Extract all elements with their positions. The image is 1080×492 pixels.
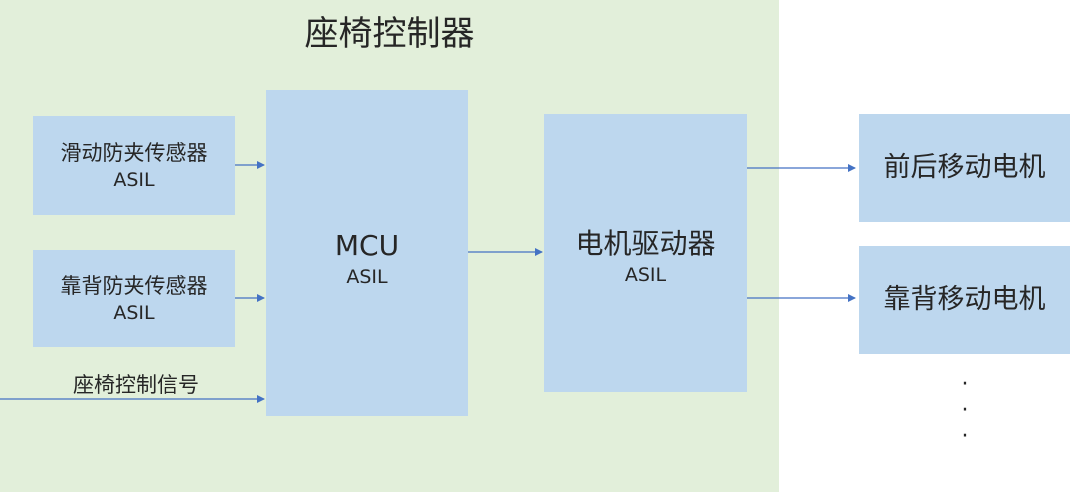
fore-aft-motor-box: 前后移动电机 <box>859 114 1070 222</box>
mcu-box: MCU ASIL <box>266 90 468 416</box>
backrest-pinch-sensor-asil: ASIL <box>113 301 155 324</box>
mcu-asil: ASIL <box>346 266 388 288</box>
mcu-label: MCU <box>334 229 400 262</box>
sliding-pinch-sensor-box: 滑动防夹传感器 ASIL <box>33 116 235 215</box>
backrest-pinch-sensor-label: 靠背防夹传感器 <box>60 273 208 298</box>
sliding-pinch-sensor-asil: ASIL <box>113 168 155 191</box>
backrest-pinch-sensor-box: 靠背防夹传感器 ASIL <box>33 250 235 347</box>
motor-driver-label: 电机驱动器 <box>575 227 716 260</box>
motor-driver-box: 电机驱动器 ASIL <box>544 114 747 392</box>
motor-driver-asil: ASIL <box>624 264 667 286</box>
fore-aft-motor-label: 前后移动电机 <box>883 152 1046 183</box>
seat-control-signal-label: 座椅控制信号 <box>73 373 199 397</box>
more-motors-ellipsis: ··· <box>961 372 969 449</box>
backrest-motor-box: 靠背移动电机 <box>859 246 1070 354</box>
seat-controller-title: 座椅控制器 <box>304 14 475 54</box>
backrest-motor-label: 靠背移动电机 <box>883 284 1046 315</box>
sliding-pinch-sensor-label: 滑动防夹传感器 <box>60 140 208 165</box>
